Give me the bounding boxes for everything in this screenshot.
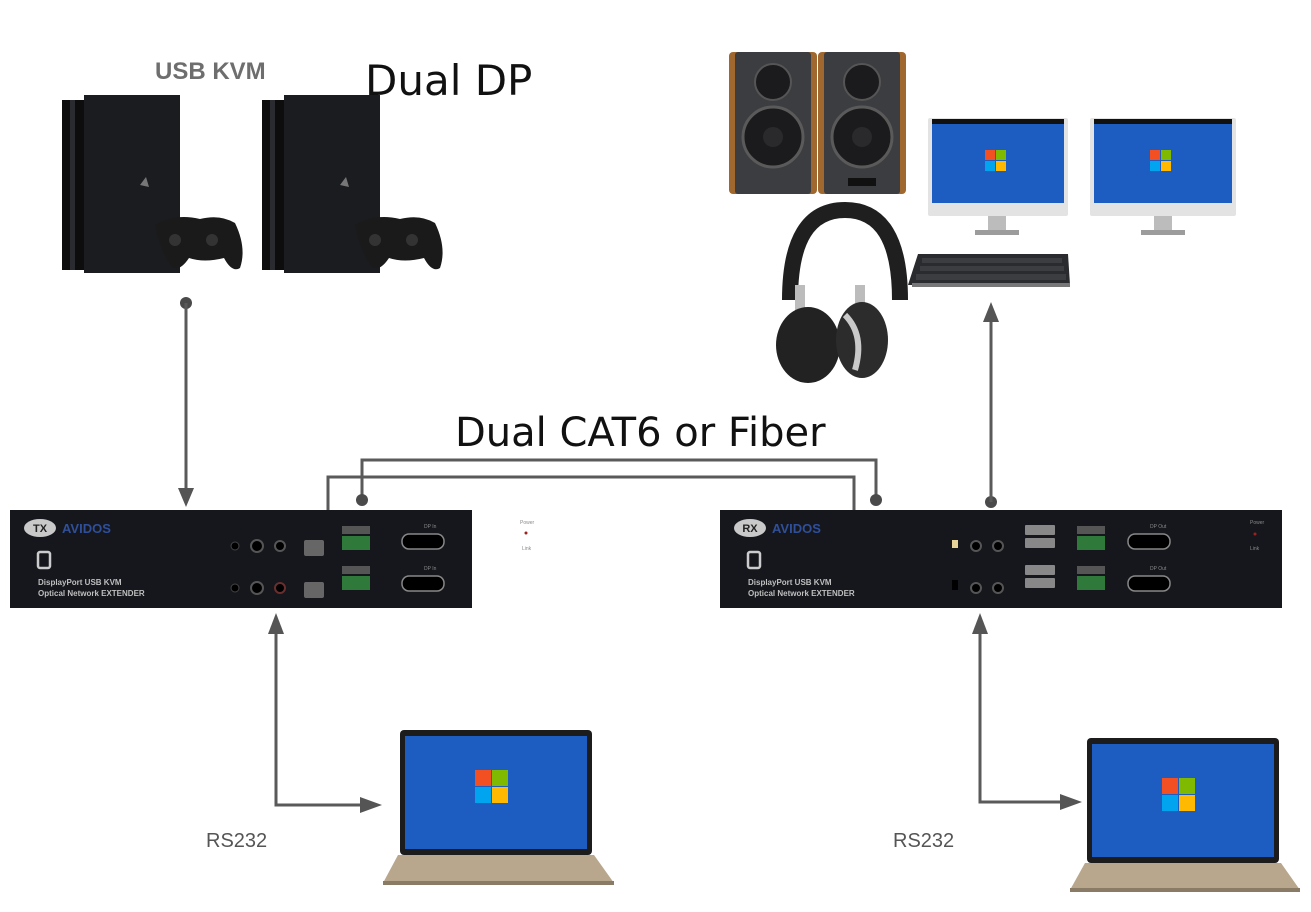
rx-link-label: Link xyxy=(1250,546,1260,552)
dp-out-port-2 xyxy=(1127,575,1171,592)
tx-dp-label-2: DP In xyxy=(424,566,437,572)
rx-dp-label-1: DP Out xyxy=(1150,524,1167,530)
rx-rs232-line xyxy=(972,613,1082,810)
tx-dp-label-1: DP In xyxy=(424,524,437,530)
ir-sensor-1 xyxy=(952,540,958,548)
rx-badge xyxy=(734,519,766,537)
usb-a-ports-1 xyxy=(1025,525,1055,548)
usb-kvm-label: USB KVM xyxy=(155,58,266,85)
rs232-terminal-label-1 xyxy=(342,526,370,534)
dp-in-port-1 xyxy=(401,533,445,550)
power-led xyxy=(1253,532,1257,536)
dp-out-port-1 xyxy=(1127,533,1171,550)
displayport-logo-icon xyxy=(36,550,52,570)
rs232-terminal-block-1 xyxy=(1077,536,1105,550)
rs232-terminal-block-2 xyxy=(1077,576,1105,590)
rx-line2: Optical Network EXTENDER xyxy=(748,589,855,598)
rx-badge-text: RX xyxy=(742,523,758,535)
rx-power-label: Power xyxy=(1250,520,1265,526)
displayport-logo-icon xyxy=(746,550,762,570)
dual-dp-label: Dual DP xyxy=(365,56,533,105)
tx-badge xyxy=(24,519,56,537)
tx-rs232-line xyxy=(268,613,382,813)
rx-dp-label-2: DP Out xyxy=(1150,566,1167,572)
dp-in-port-2 xyxy=(401,575,445,592)
rx-to-monitors-line xyxy=(983,302,999,508)
link-label: Dual CAT6 or Fiber xyxy=(455,410,826,456)
rs232-terminal-label-2 xyxy=(342,566,370,574)
rs232-terminal-block-2 xyxy=(342,576,370,590)
tx-audio-jacks-row2 xyxy=(230,581,286,595)
usb-b-port-2 xyxy=(304,582,324,598)
rs232-label-left: RS232 xyxy=(206,830,268,852)
cat6-fiber-cables xyxy=(326,458,882,510)
usb-a-ports-2 xyxy=(1025,565,1055,588)
usb-b-port-1 xyxy=(304,540,324,556)
rx-extender-unit: RX AVIDOS DisplayPort USB KVM Optical Ne… xyxy=(720,510,1282,608)
console-to-tx-line xyxy=(178,297,194,507)
rx-brand: AVIDOS xyxy=(772,521,821,536)
tx-extender-unit: TX AVIDOS DisplayPort USB KVM Optical Ne… xyxy=(10,510,472,608)
tx-line1: DisplayPort USB KVM xyxy=(38,578,122,587)
rs232-label-right: RS232 xyxy=(893,830,955,852)
tx-brand: AVIDOS xyxy=(62,521,111,536)
tx-line2: Optical Network EXTENDER xyxy=(38,589,145,598)
ir-sensor-2 xyxy=(952,580,958,590)
tx-badge-text: TX xyxy=(33,523,48,535)
rx-line1: DisplayPort USB KVM xyxy=(748,578,832,587)
rs232-terminal-block-1 xyxy=(342,536,370,550)
tx-audio-jacks-row1 xyxy=(230,539,286,553)
